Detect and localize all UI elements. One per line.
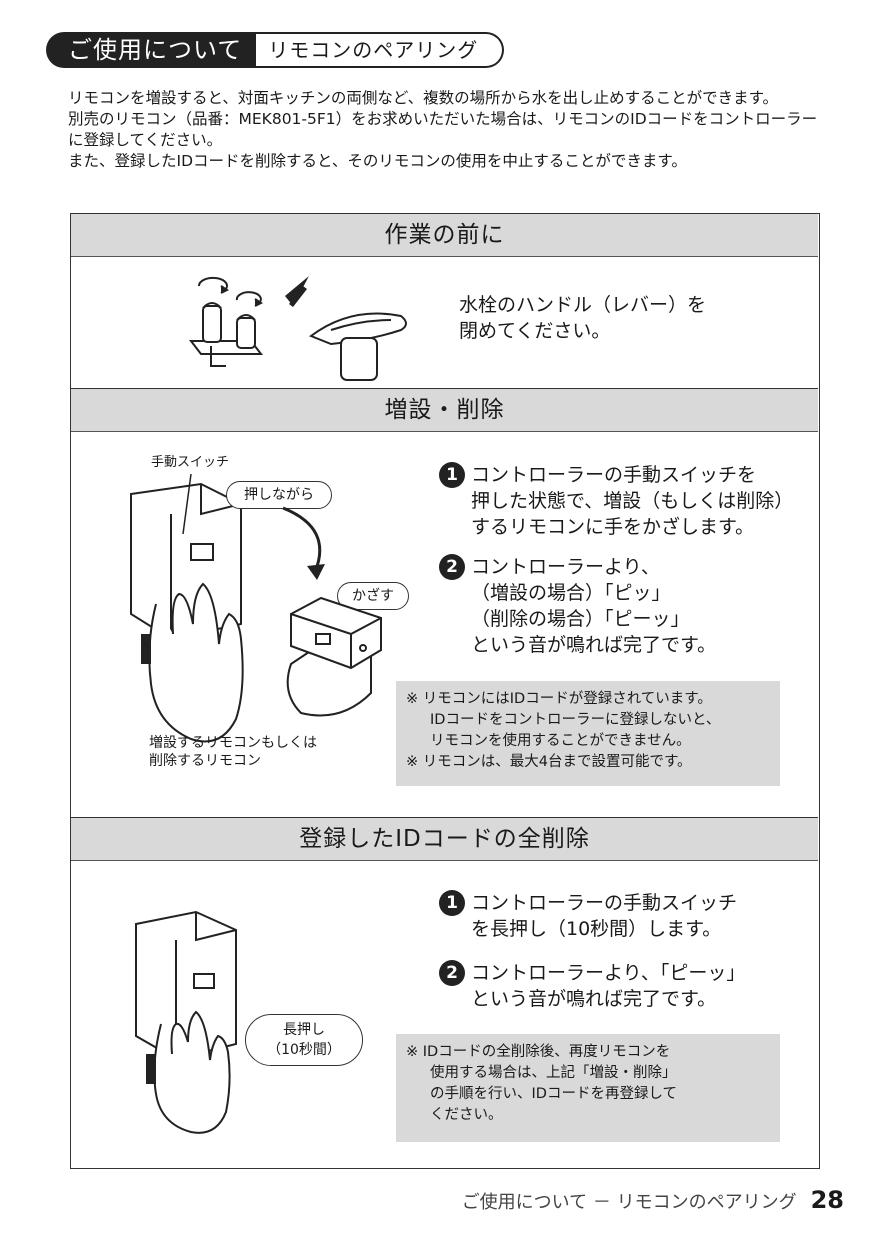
bubble-line: （10秒間） [267,1042,341,1058]
intro-text: リモコンを増設すると、対面キッチンの両側など、複数の場所から水を出し止めすること… [68,88,828,172]
footer-title: ご使用について － リモコンのペアリング [461,1192,797,1213]
step-number-2: 2 [439,960,465,986]
note-line: ください。 [430,1107,503,1123]
page-footer: ご使用について － リモコンのペアリング 28 [462,1186,844,1214]
clear-step2-line: という音が鳴れば完了です。 [471,988,717,1010]
hold-over-bubble: かざす [337,582,409,610]
header-main-title: ご使用について [46,32,257,68]
before-instruction-line: 水栓のハンドル（レバー）を [459,294,707,316]
note-line: ※ リモコンにはIDコードが登録されています。 [406,691,712,707]
clear-step2-line: コントローラーより、「ピーッ」 [471,962,746,984]
add-step1-line: するリモコンに手をかざします。 [471,516,755,538]
add-note: ※ リモコンにはIDコードが登録されています。 IDコードをコントローラーに登録… [396,681,780,786]
clear-note: ※ IDコードの全削除後、再度リモコンを 使用する場合は、上記「増設・削除」 の… [396,1034,780,1142]
note-line: の手順を行い、IDコードを再登録して [430,1086,678,1102]
instruction-box: 作業の前に 水栓のハンドル（レバー）を 閉めてください。 増設・削除 手動スイッ… [70,213,820,1169]
add-step2-line: （増設の場合）「ピッ」 [471,582,671,604]
note-line: ※ リモコンは、最大4台まで設置可能です。 [406,754,692,770]
step-number-1: 1 [439,890,465,916]
remote-label-line: 増設するリモコンもしくは [149,735,317,751]
add-step1-line: コントローラーの手動スイッチを [471,464,757,486]
curved-arrow-icon [282,506,325,580]
note-line: リモコンを使用することができません。 [430,733,691,749]
clear-step1-line: コントローラーの手動スイッチ [471,892,738,914]
remote-label-line: 削除するリモコン [149,753,261,769]
note-line: ※ IDコードの全削除後、再度リモコンを [406,1044,671,1060]
before-instruction-line: 閉めてください。 [459,320,611,342]
section-add-title: 増設・削除 [71,389,818,432]
step-number-1: 1 [439,462,465,488]
press-bubble: 押しながら [226,481,332,509]
section-before-title: 作業の前に [71,214,818,257]
manual-switch-label: 手動スイッチ [151,455,230,470]
intro-paragraph: また、登録したIDコードを削除すると、そのリモコンの使用を中止することができます… [68,152,687,170]
add-step1-line: 押した状態で、増設（もしくは削除） [471,490,794,512]
long-press-bubble: 長押し （10秒間） [245,1014,363,1066]
add-step2-line: （削除の場合）「ピーッ」 [471,608,690,630]
controller-longpress-illustration [135,910,237,1134]
section-clear-title: 登録したIDコードの全削除 [71,818,818,861]
page-header: ご使用について リモコンのペアリング [46,32,505,68]
page-number: 28 [810,1186,844,1214]
intro-paragraph: 別売のリモコン（品番：MEK801-5F1）をお求めいただいた場合は、リモコンの… [68,110,818,149]
add-step2-line: という音が鳴れば完了です。 [471,634,717,656]
note-line: 使用する場合は、上記「増設・削除」 [430,1065,677,1081]
note-line: IDコードをコントローラーに登録しないと、 [430,712,721,728]
clear-step1-line: を長押し（10秒間）します。 [471,918,722,940]
header-subtitle: リモコンのペアリング [256,32,505,68]
add-step2-line: コントローラーより、 [471,556,660,578]
intro-paragraph: リモコンを増設すると、対面キッチンの両側など、複数の場所から水を出し止めすること… [68,89,779,107]
step-number-2: 2 [439,554,465,580]
faucet-illustration [188,276,407,381]
bubble-line: 長押し [283,1022,325,1038]
remote-illustration [290,596,382,670]
